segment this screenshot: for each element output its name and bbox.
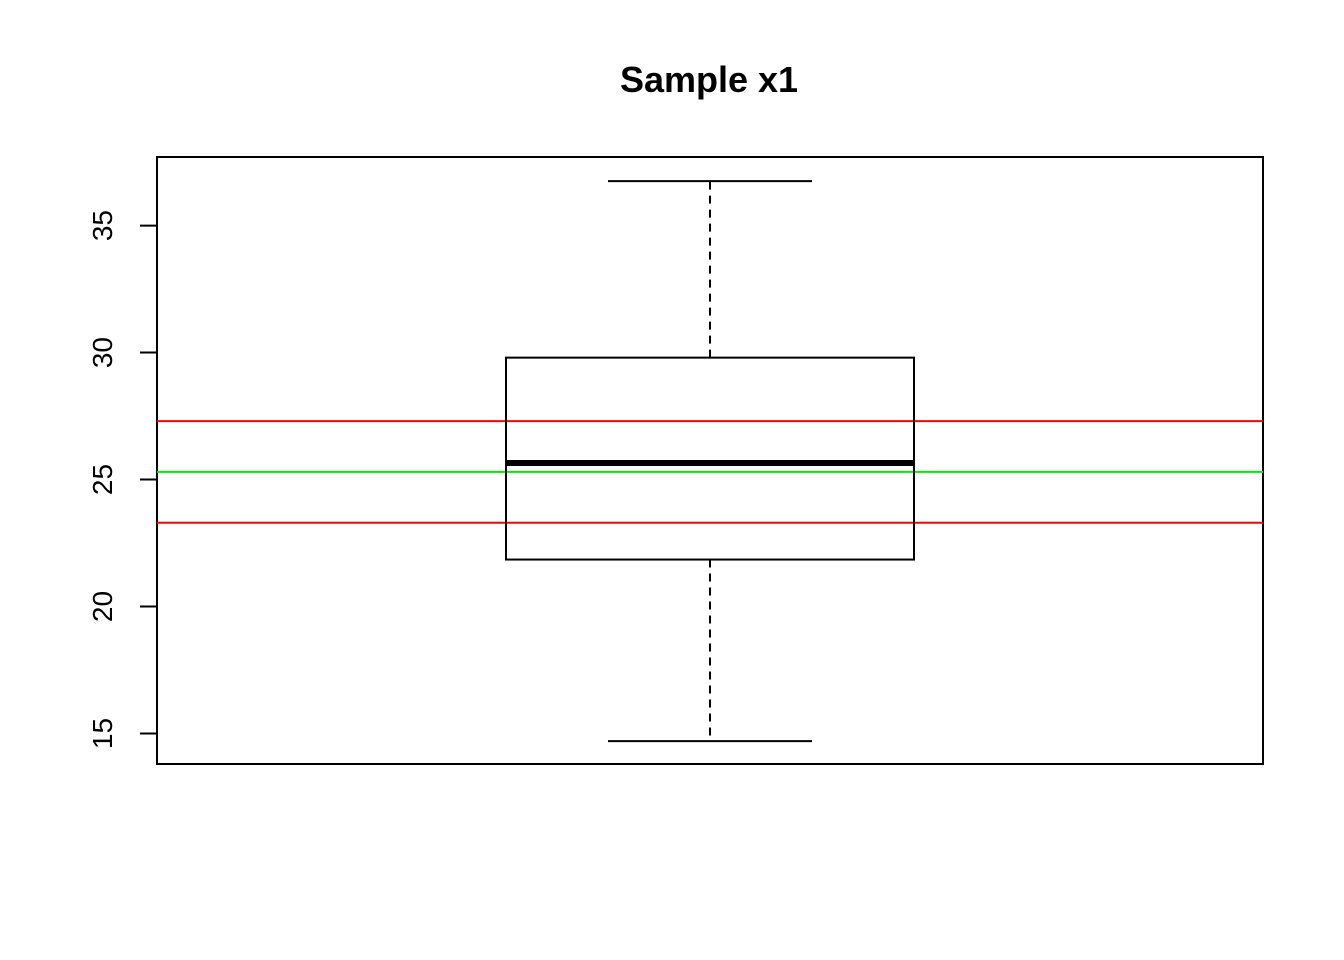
interquartile-box	[505, 356, 915, 561]
y-tick-label: 25	[87, 464, 118, 495]
chart-title: Sample x1	[620, 59, 798, 100]
y-tick-label: 35	[87, 210, 118, 241]
y-tick-label: 30	[87, 337, 118, 368]
y-axis: 15 20 25 30 35	[87, 210, 158, 749]
y-tick-label: 15	[87, 718, 118, 749]
boxplot	[505, 180, 915, 743]
y-tick-label: 20	[87, 591, 118, 622]
reference-lines	[157, 420, 1263, 524]
